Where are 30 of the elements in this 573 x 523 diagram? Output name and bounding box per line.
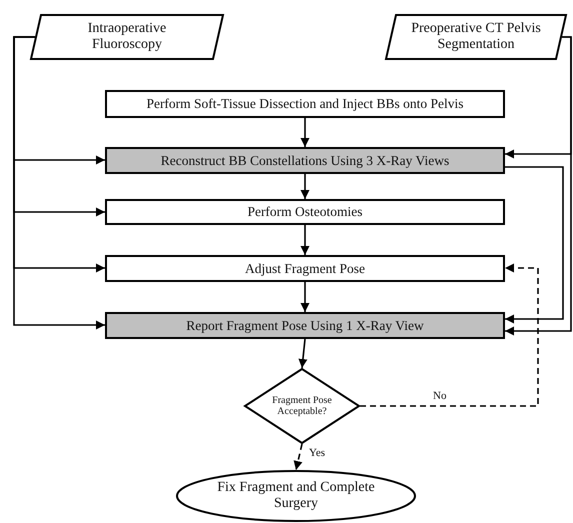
decision-diamond: [244, 368, 360, 444]
node-label: Report Fragment Pose Using 1 X-Ray View: [186, 318, 424, 334]
data-parallelogram: [30, 14, 224, 60]
arrow: [298, 338, 308, 368]
node-label: Reconstruct BB Constellations Using 3 X-Ray Views: [160, 152, 450, 168]
process-box: [105, 90, 505, 118]
arrow: [300, 282, 310, 312]
data-parallelogram: [385, 14, 567, 60]
node-label: Adjust Fragment Pose: [245, 260, 365, 276]
process-box: [105, 255, 505, 282]
arrow: [505, 36, 572, 336]
node-label: Fix Fragment and Complete Surgery: [216, 480, 376, 512]
arrow: [360, 264, 539, 407]
node-label: Preoperative CT Pelvis Segmentation: [410, 20, 542, 54]
terminal-ellipse: [176, 470, 416, 522]
arrow: [300, 225, 310, 255]
node-label: Perform Soft-Tissue Dissection and Inject BBs onto Pelvis: [146, 96, 464, 112]
arrow: [505, 166, 564, 324]
edge-label: No: [432, 390, 448, 402]
node-label: Perform Osteotomies: [247, 204, 363, 220]
arrow: [13, 36, 105, 330]
arrow: [294, 444, 303, 470]
arrow: [300, 118, 310, 147]
node-label: Intraoperative Fluoroscopy: [86, 20, 168, 54]
node-label: Fragment Pose Acceptable?: [271, 394, 333, 418]
edge-label: Yes: [308, 447, 326, 459]
arrow: [300, 174, 310, 199]
process-box: [105, 312, 505, 339]
process-box: [105, 199, 505, 225]
process-box: [105, 147, 505, 174]
